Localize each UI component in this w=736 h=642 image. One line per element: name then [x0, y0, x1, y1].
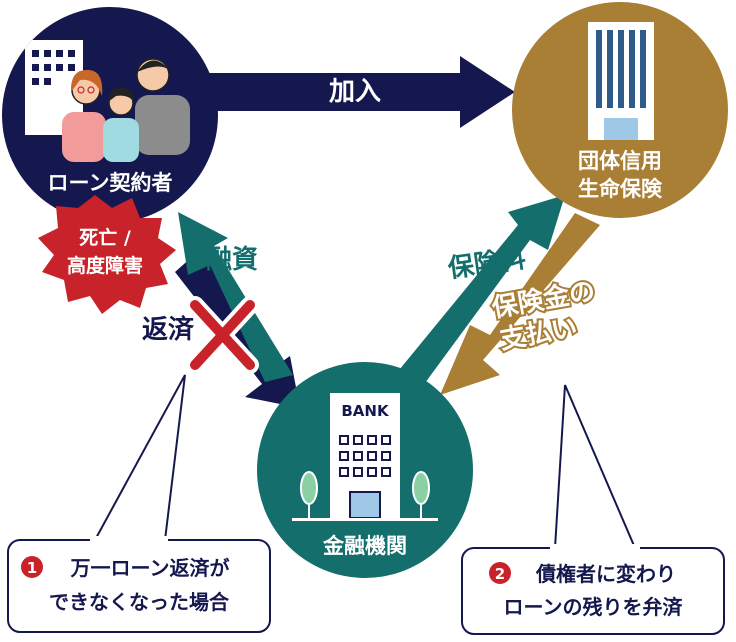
premium-label: 保険料 — [445, 243, 528, 285]
family-icon — [62, 58, 190, 162]
bank-label: 金融機関 — [322, 534, 407, 558]
event-badge-line2: 高度障害 — [67, 254, 143, 277]
financing-arrow — [178, 212, 293, 382]
borrower-node: ローン契約者 — [2, 7, 218, 223]
join-label: 加入 — [329, 77, 381, 107]
bank-building-icon: BANK — [292, 393, 438, 521]
payout-arrow — [440, 213, 600, 395]
left-callout-number: 1 — [27, 559, 37, 577]
insurer-node: 団体信用 生命保険 — [512, 2, 728, 218]
join-arrow — [190, 56, 515, 128]
event-badge: 死亡 / 高度障害 — [38, 195, 176, 314]
building-icon — [588, 22, 654, 140]
financing-label: 融資 — [206, 245, 258, 275]
right-callout: 2 債権者に変わり ローンの残りを弁済 — [461, 544, 725, 635]
event-badge-line1: 死亡 / — [79, 226, 131, 249]
left-callout: 1 万一ローン返済が できなくなった場合 — [7, 536, 271, 633]
borrower-label: ローン契約者 — [48, 171, 173, 195]
bank-node: BANK 金融機関 — [257, 362, 473, 578]
right-callout-line2: ローンの残りを弁済 — [504, 595, 684, 619]
bank-sign: BANK — [341, 402, 390, 420]
left-callout-line1: 万一ローン返済が — [70, 556, 230, 580]
cross-mark-icon — [186, 296, 259, 374]
payout-label: 保険金の 支払い — [487, 273, 600, 357]
right-callout-pointer — [553, 384, 637, 549]
right-callout-number: 2 — [495, 565, 505, 583]
right-callout-line1: 債権者に変わり — [535, 562, 676, 586]
insurer-label-line1: 団体信用 — [578, 149, 662, 173]
left-callout-pointer — [93, 374, 186, 541]
repay-label: 返済 — [142, 314, 195, 345]
premium-arrow — [395, 195, 565, 383]
insurer-label-line2: 生命保険 — [578, 177, 663, 201]
left-callout-line2: できなくなった場合 — [49, 590, 230, 614]
